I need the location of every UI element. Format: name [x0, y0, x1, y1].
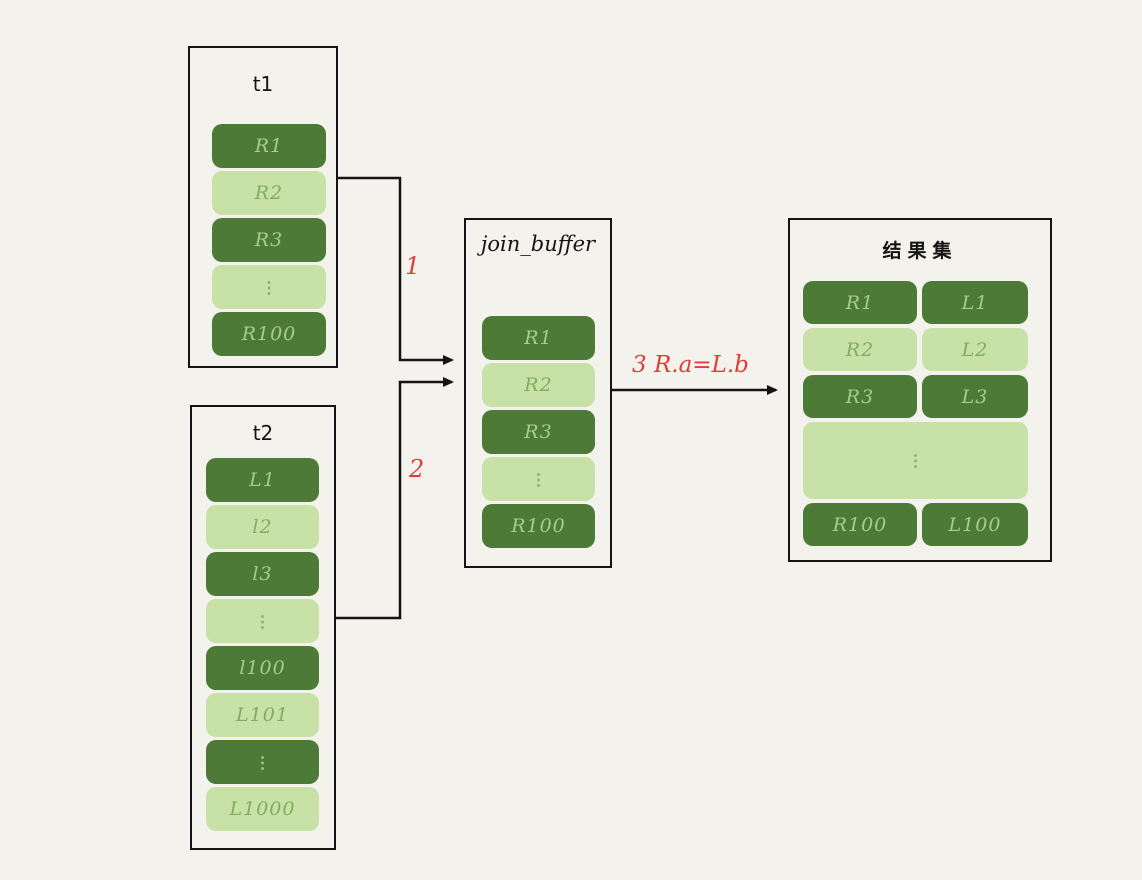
table-t2-title: t2: [252, 421, 274, 445]
arrow-t1-to-join-buffer: [338, 176, 454, 365]
t2-row-l3: l3: [206, 552, 319, 596]
step-2-label: 2: [409, 455, 425, 483]
result-row-1-left: R1: [803, 281, 917, 324]
t2-row-l100: l100: [206, 646, 319, 690]
t1-row-r2: R2: [212, 171, 326, 215]
t1-row-r3: R3: [212, 218, 326, 262]
step-1-label: 1: [405, 252, 421, 280]
t1-row-r1: R1: [212, 124, 326, 168]
t2-row-l101: L101: [206, 693, 319, 737]
result-row-3-right: L3: [922, 375, 1028, 418]
join-buffer-row-r3: R3: [482, 410, 595, 454]
result-row-100: R100 L100: [803, 503, 1028, 546]
result-row-1-right: L1: [922, 281, 1028, 324]
table-t2-rows: L1 l2 l3 ⋮ l100 L101 ⋮ L1000: [206, 458, 319, 831]
t1-row-ellipsis: ⋮: [212, 265, 326, 309]
result-row-2-right: L2: [922, 328, 1028, 371]
result-row-2-left: R2: [803, 328, 917, 371]
join-buffer-row-ellipsis: ⋮: [482, 457, 595, 501]
t2-row-ellipsis-1: ⋮: [206, 599, 319, 643]
result-set-rows: R1 L1 R2 L2 R3 L3 ⋮ R100 L100: [803, 281, 1028, 546]
t2-row-l1000: L1000: [206, 787, 319, 831]
result-row-ellipsis-cell: ⋮: [803, 422, 1028, 499]
step-3-condition-label: 3 R.a=L.b: [632, 352, 749, 378]
join-buffer-title: join_buffer: [480, 232, 596, 256]
join-buffer-box: join_buffer: [464, 218, 612, 568]
t2-row-l2: l2: [206, 505, 319, 549]
table-t2-box: t2: [190, 405, 336, 850]
arrow-t2-to-join-buffer: [336, 377, 454, 620]
t2-row-l1: L1: [206, 458, 319, 502]
result-row-2: R2 L2: [803, 328, 1028, 371]
table-t1-rows: R1 R2 R3 ⋮ R100: [212, 124, 326, 356]
result-set-title: 结果集: [882, 240, 958, 262]
table-t1-box: t1: [188, 46, 338, 368]
result-row-ellipsis: ⋮: [803, 422, 1028, 499]
join-buffer-row-r100: R100: [482, 504, 595, 548]
result-set-box: 结果集: [788, 218, 1052, 562]
join-buffer-rows: R1 R2 R3 ⋮ R100: [482, 316, 595, 548]
join-buffer-row-r1: R1: [482, 316, 595, 360]
t2-row-ellipsis-2: ⋮: [206, 740, 319, 784]
result-row-1: R1 L1: [803, 281, 1028, 324]
t1-row-r100: R100: [212, 312, 326, 356]
join-buffer-row-r2: R2: [482, 363, 595, 407]
table-t1-title: t1: [252, 72, 274, 96]
result-row-3-left: R3: [803, 375, 917, 418]
result-row-3: R3 L3: [803, 375, 1028, 418]
result-row-100-right: L100: [922, 503, 1028, 546]
result-row-100-left: R100: [803, 503, 917, 546]
